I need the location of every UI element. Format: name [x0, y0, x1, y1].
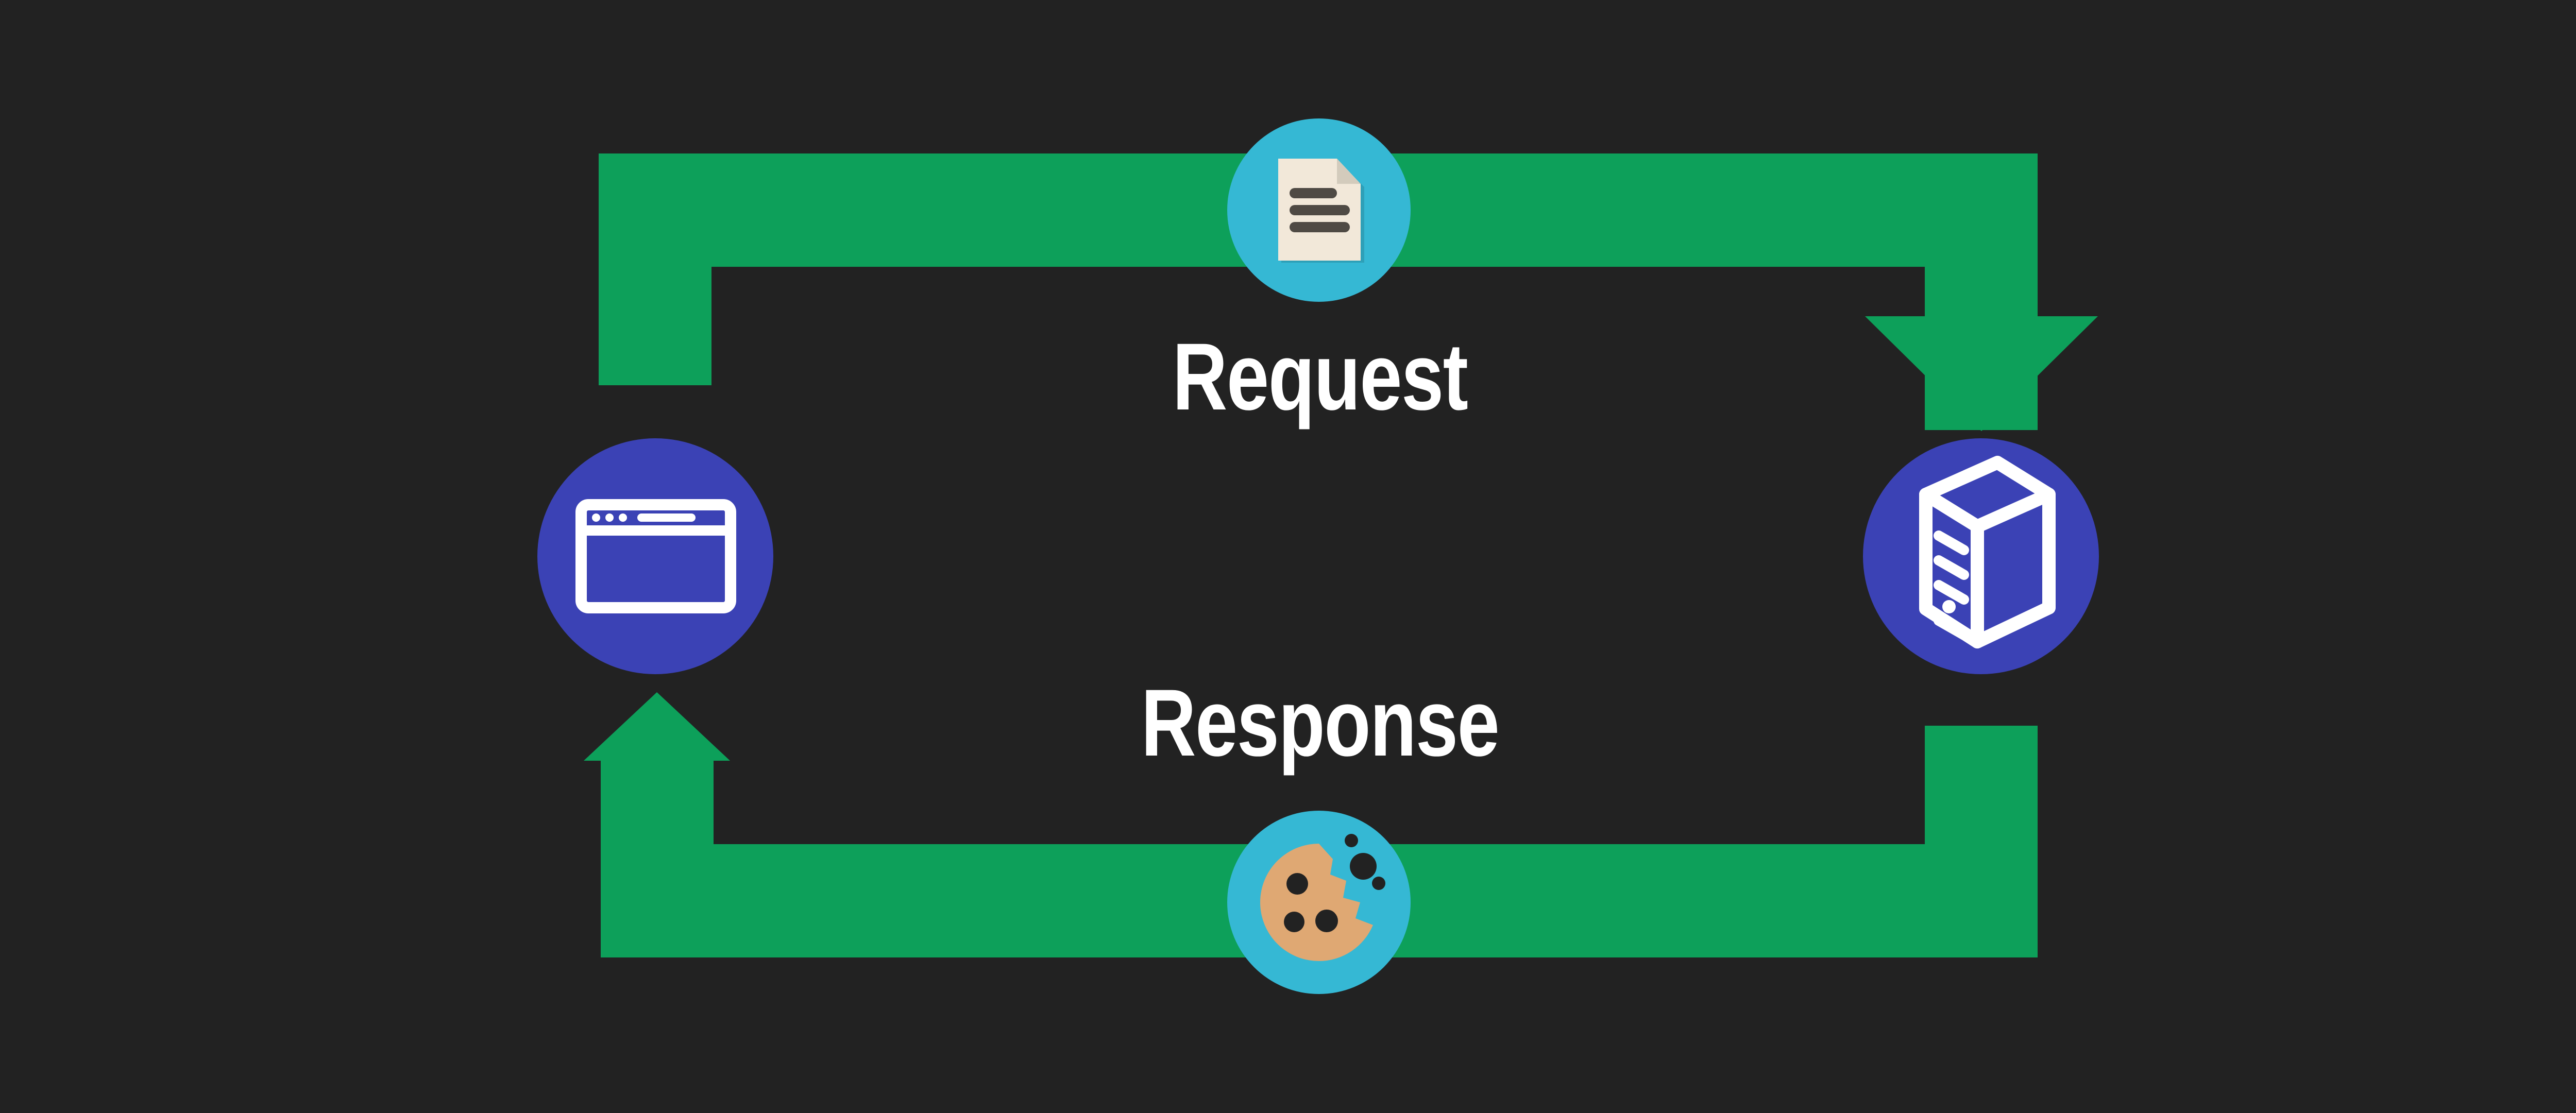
cookie-crumbs [1345, 834, 1385, 890]
browser-node[interactable] [537, 438, 773, 674]
document-fold [1337, 159, 1361, 184]
browser-title-bar-dots [592, 513, 627, 522]
browser-window-icon [575, 499, 736, 613]
request-arrow-head [1865, 316, 2098, 431]
cookie-body [1260, 844, 1373, 961]
response-payload-node[interactable] [1227, 811, 1411, 994]
response-arrow-head [584, 692, 730, 761]
browser-address-bar [637, 513, 696, 522]
response-label: Response [1141, 670, 1500, 776]
request-payload-node[interactable] [1227, 118, 1411, 302]
response-arrow-elbow [601, 759, 714, 957]
document-text-lines [1290, 188, 1350, 232]
cookie-chips [1284, 873, 1338, 932]
response-arrow [584, 692, 2038, 957]
server-power-led [1942, 600, 1956, 613]
server-drive-slots [1934, 530, 1969, 640]
server-tower-icon [1919, 456, 2056, 648]
request-label: Request [1172, 324, 1468, 430]
browser-node-circle[interactable] [537, 438, 773, 674]
server-node[interactable] [1863, 438, 2099, 674]
